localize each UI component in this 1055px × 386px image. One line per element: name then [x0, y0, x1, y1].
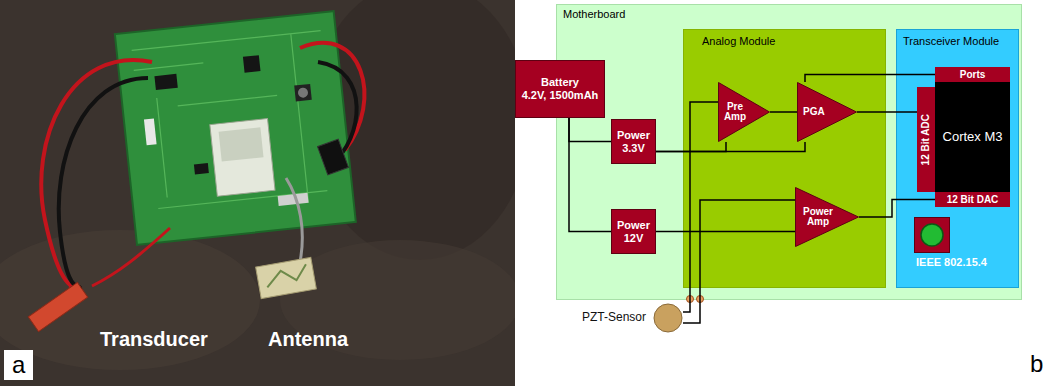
signal-wire: [770, 111, 797, 113]
strip-label: 12 Bit DAC: [947, 194, 999, 206]
panel-title: Transceiver Module: [903, 35, 1012, 48]
sensor-circle: [654, 304, 682, 332]
amplifier-triangle: Power Amp: [795, 187, 859, 247]
radio-symbol: [914, 217, 950, 253]
hardware-photo: [0, 0, 515, 386]
radio-label: IEEE 802.15.4: [916, 256, 1014, 269]
red-wire: [92, 228, 170, 286]
part-label: Antenna: [268, 328, 348, 351]
radio-led: [921, 224, 943, 246]
part-label: Transducer: [100, 328, 208, 351]
strip-label: Ports: [960, 69, 986, 81]
module-panel: Transceiver ModulePorts 12 Bit ADC Cortex …: [896, 29, 1019, 288]
antenna-cable: [286, 178, 302, 262]
processor-box: Cortex M3: [935, 82, 1010, 192]
sensor-label: PZT-Sensor: [582, 311, 646, 325]
triangle-shape: [796, 188, 859, 247]
sensor-disc: PZT-Sensor: [582, 303, 683, 333]
amplifier-triangle: Pre Amp: [718, 82, 770, 142]
signal-wire: [859, 200, 935, 218]
dac-strip: 12 Bit DAC: [935, 192, 1010, 207]
circuit-board: [115, 11, 356, 245]
signal-wire: [656, 142, 726, 152]
power-supply-box: Power 12V: [611, 209, 656, 254]
adc-strip: 12 Bit ADC: [917, 87, 935, 192]
triangle-shape: [719, 83, 770, 142]
power-supply-box: Power 3.3V: [611, 119, 656, 164]
signal-wire: [656, 142, 805, 152]
box-label: Power 12V: [614, 219, 653, 244]
module-panel: Analog ModulePre Amp PGA Power Amp: [683, 29, 886, 288]
antenna-board: [256, 257, 317, 298]
triangle-shape: [798, 83, 857, 142]
signal-wire: [569, 118, 611, 232]
box-label: Power 3.3V: [614, 129, 653, 154]
power-jack: [318, 139, 349, 175]
box-label: 4.2V, 1500mAh: [522, 89, 599, 102]
amplifier-label: PGA: [803, 107, 825, 118]
transducer-strip: [28, 282, 87, 331]
signal-wire: [805, 75, 935, 83]
panel-letter: b: [1030, 350, 1043, 378]
amplifier-label: Power Amp: [799, 207, 837, 228]
signal-wire: [857, 111, 917, 113]
signal-wire: [683, 200, 795, 323]
panel-letter: a: [4, 350, 33, 380]
battery-box: Battery4.2V, 1500mAh: [515, 60, 605, 118]
red-wire: [41, 60, 152, 290]
processor-label: Cortex M3: [943, 130, 1003, 145]
radio-square: [915, 218, 950, 253]
amplifier-label: Pre Amp: [721, 102, 749, 123]
amplifier-triangle: PGA: [797, 82, 857, 142]
port-strip: Ports: [935, 67, 1010, 82]
sensor-symbol: [653, 303, 683, 333]
box-label: Battery: [541, 76, 579, 89]
radio-chip: IEEE 802.15.4: [914, 217, 1014, 273]
antenna-trace: [265, 264, 309, 287]
signal-wire: [656, 231, 795, 233]
cloth-shade: [0, 230, 260, 370]
signal-wire: [569, 118, 611, 142]
panel-title: Analog Module: [702, 35, 867, 48]
panel-title: Motherboard: [563, 8, 1015, 21]
strip-label: 12 Bit ADC: [920, 114, 932, 165]
